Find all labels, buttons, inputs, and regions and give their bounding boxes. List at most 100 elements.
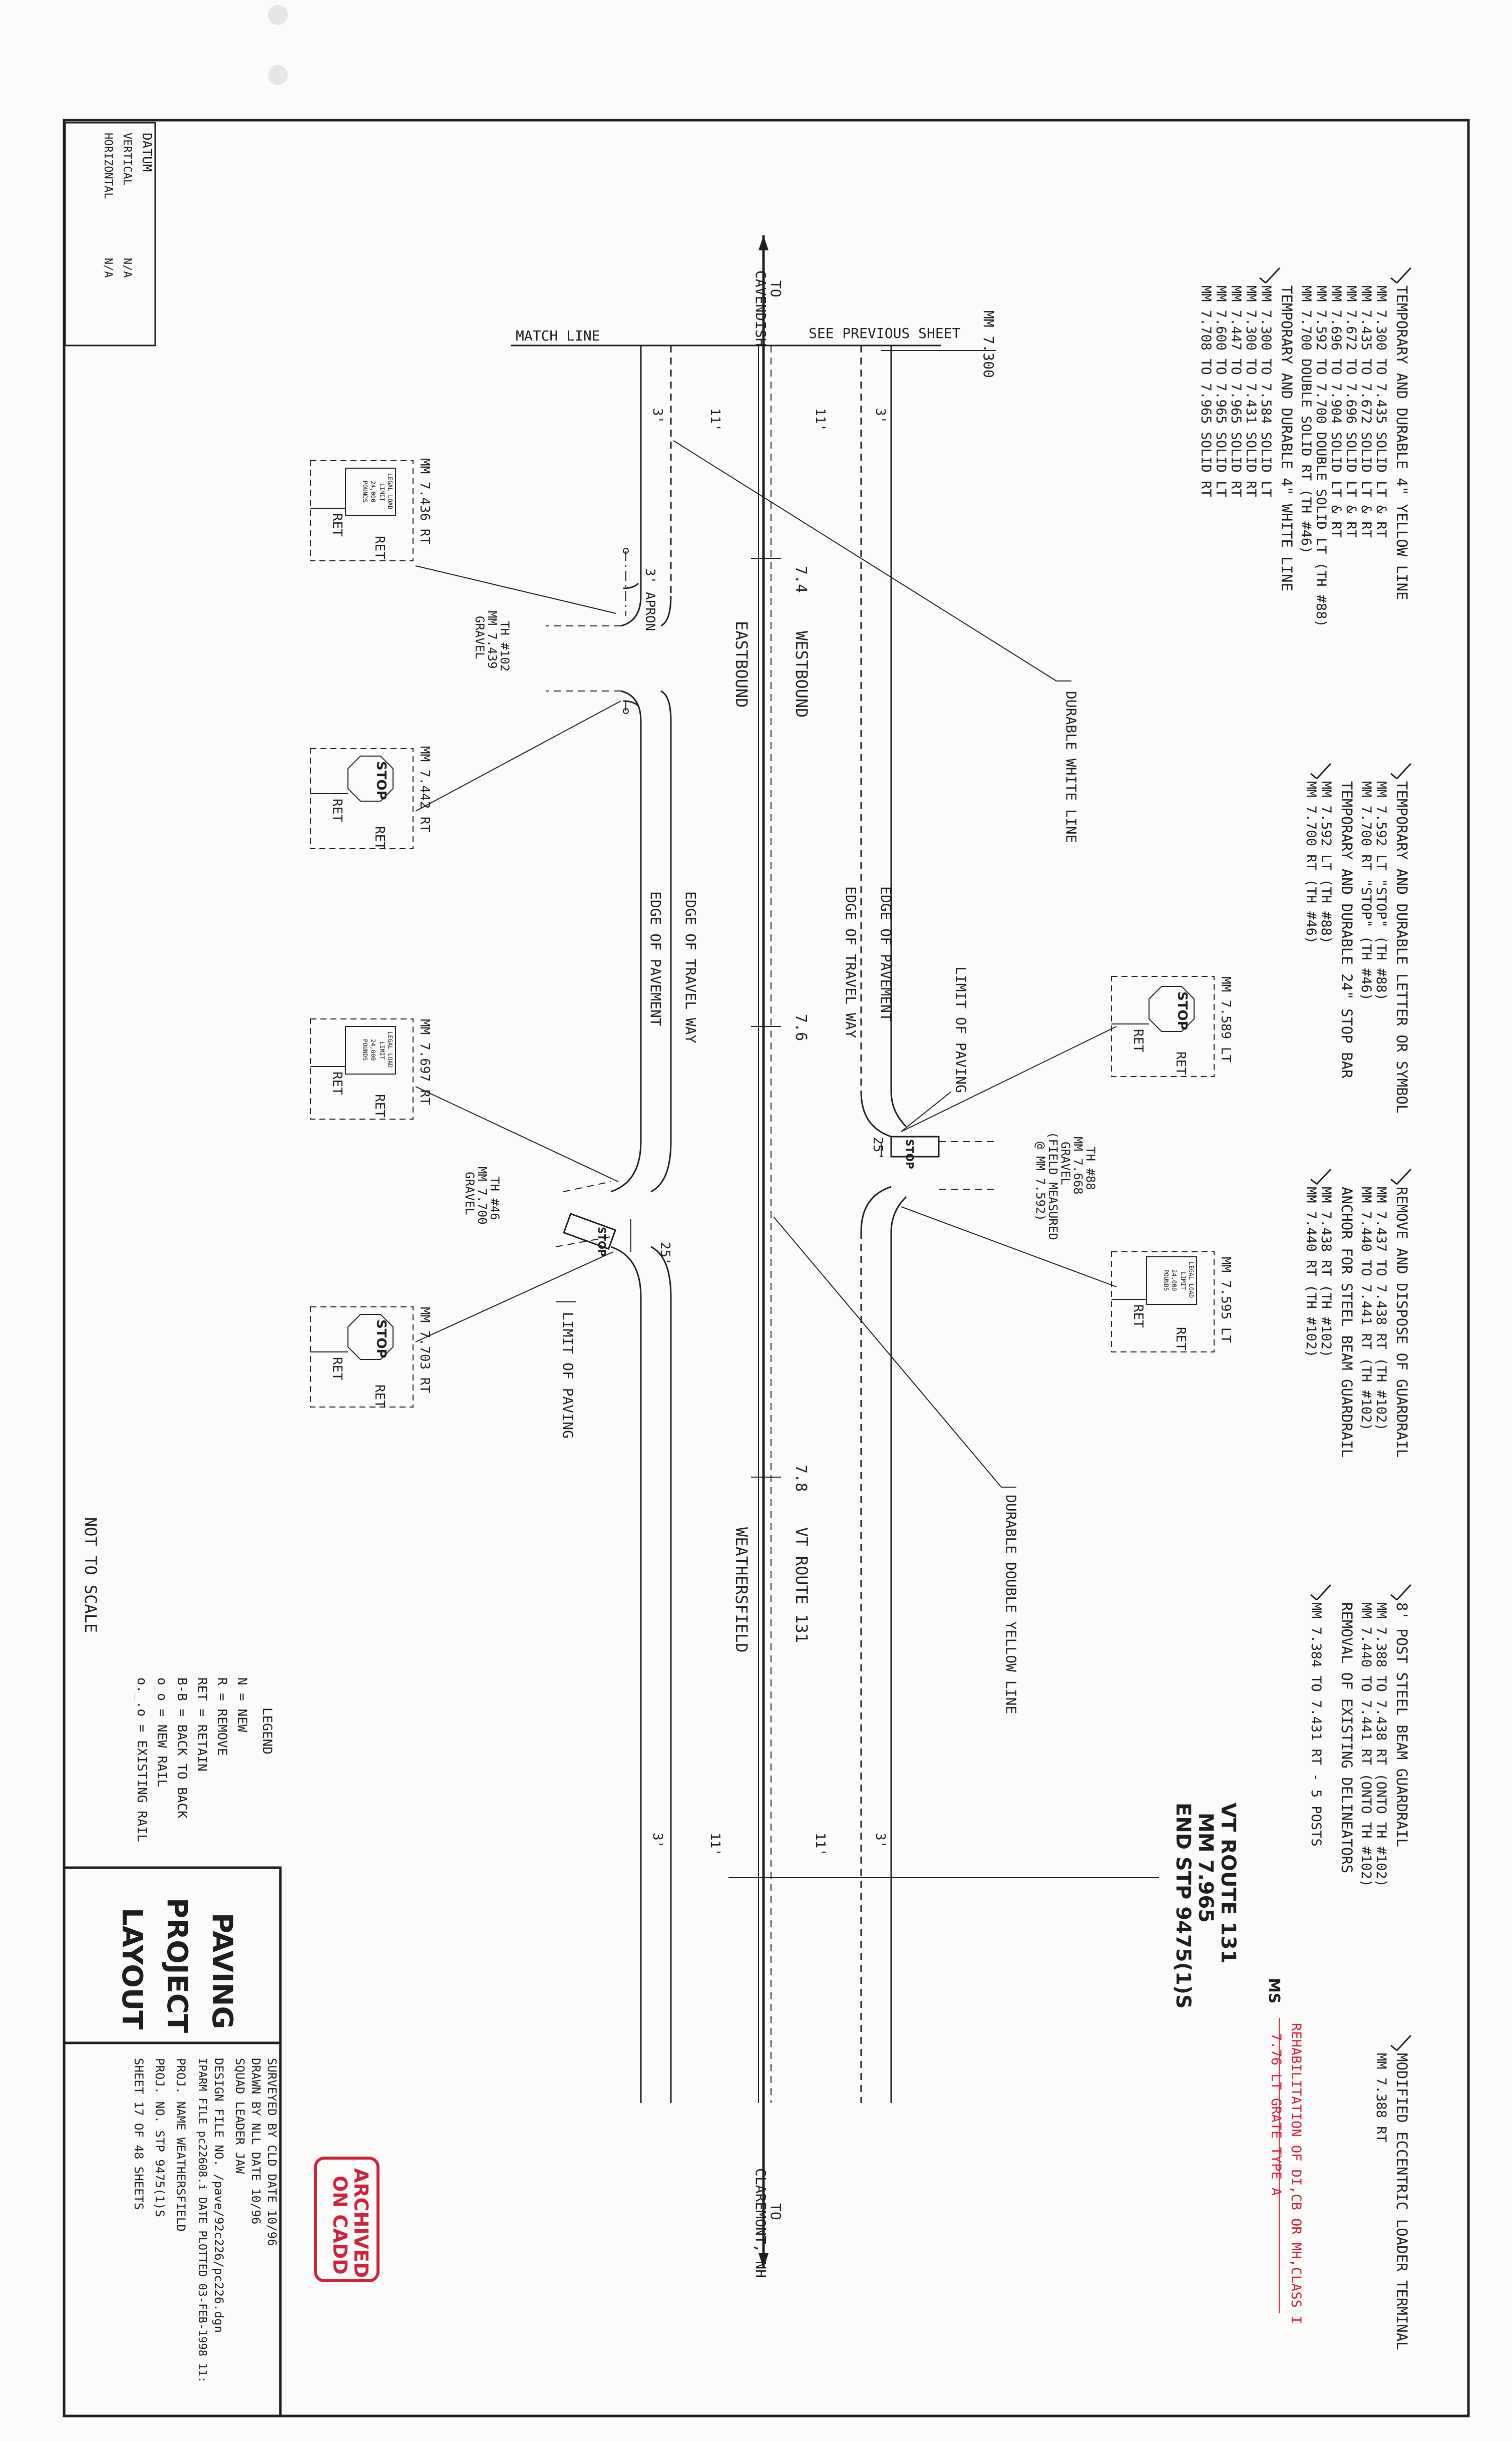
note-line: MM 7.440 RT (TH #102) (1303, 1187, 1319, 1357)
stop-sign-text: STOP (373, 1319, 389, 1358)
sign-7-589: STOP MM 7.589 LT RET RET (1111, 976, 1233, 1077)
th46-mm: MM 7.700 (475, 1167, 489, 1225)
datum-vertical-label: VERTICAL (121, 133, 133, 186)
datum-box: DATUM VERTICAL N/A HORIZONTAL N/A (64, 122, 156, 346)
dim-25-bottom: 25' (657, 1242, 672, 1265)
width-label: 3' (873, 408, 888, 424)
note-line: MM 7.300 TO 7.435 SOLID LT & RT (1373, 285, 1389, 538)
title-project: PROJECT (161, 1898, 193, 2033)
check-mark-icons (1259, 267, 1412, 2051)
sign-mm: MM 7.703 RT (417, 1307, 432, 1393)
note-title: 8' POST STEEL BEAM GUARDRAIL (1393, 1602, 1410, 1847)
double-yellow-label: DURABLE DOUBLE YELLOW LINE (1003, 1495, 1019, 1714)
stop-sign-text: STOP (373, 761, 389, 800)
limit-paving-bottom: LIMIT OF PAVING (560, 1312, 576, 1439)
route-end-label: VT ROUTE 131 MM 7.965 END STP 9475(1)S (728, 1803, 1240, 2009)
edge-travel-label: EDGE OF TRAVEL WAY (843, 886, 859, 1038)
legend-title: LEGEND (259, 1707, 274, 1755)
legal-load-text: LEGAL LOAD (1188, 1262, 1195, 1298)
datum-horizontal-label: HORIZONTAL (102, 133, 114, 199)
sign-ret: RET (372, 1384, 387, 1408)
legal-load-text: LIMIT (1180, 1272, 1187, 1290)
mm-start: MM 7.300 (980, 310, 997, 378)
note-title: MODIFIED ECCENTRIC LOADER TERMINAL (1393, 2053, 1410, 2350)
to-label-2: TO (768, 2203, 784, 2220)
title-paving: PAVING (206, 1913, 238, 2029)
note-line: MM 7.440 TO 7.441 RT (ONTO TH #102) (1358, 1602, 1374, 1887)
width-label: 3' (873, 1833, 888, 1848)
title-row: SURVEYED BY CLD DATE 10/96 (265, 2058, 279, 2246)
notes-block-2: TEMPORARY AND DURABLE LETTER OR SYMBOL M… (1303, 781, 1410, 1113)
note-title: TEMPORARY AND DURABLE 4" WHITE LINE (1278, 285, 1295, 591)
legend-item: RET = RETAIN (194, 1677, 209, 1772)
title-row: PROJ. NO. STP 9475(1)S (153, 2058, 167, 2217)
sign-mm: MM 7.442 RT (417, 746, 432, 833)
note-line: MM 7.438 RT (TH #102) (1318, 1187, 1334, 1357)
edge-pavement-label: EDGE OF PAVEMENT (647, 891, 664, 1026)
station-label: 7.8 (792, 1465, 810, 1492)
title-row: PROJ. NAME WEATHERSFIELD (174, 2058, 188, 2232)
sign-ret: RET (1130, 1029, 1146, 1053)
width-label: 3' (650, 1833, 665, 1848)
legend-item: o_o = NEW RAIL (154, 1677, 169, 1787)
sign-7-595: LEGAL LOAD LIMIT 24,000 POUNDS MM 7.595 … (1111, 1251, 1233, 1352)
datum-vertical-value: N/A (121, 258, 133, 278)
legal-load-text: LIMIT (379, 483, 386, 501)
note-line: MM 7.592 LT (TH #88) (1318, 781, 1334, 944)
sign-ret: RET (329, 513, 344, 537)
note-title: REMOVAL OF EXISTING DELINEATORS (1338, 1602, 1355, 1873)
sign-7-442: STOP MM 7.442 RT RET RET (310, 746, 432, 850)
sheet-border (63, 119, 1470, 2417)
stop-sign-icon (347, 756, 394, 802)
dim-25-top: 25' (870, 1137, 885, 1160)
apron-label: 3' APRON (642, 568, 657, 631)
notes-block-1: TEMPORARY AND DURABLE 4" YELLOW LINE MM … (1198, 285, 1410, 627)
note-title: TEMPORARY AND DURABLE 24" STOP BAR (1338, 781, 1355, 1079)
note-line: MM 7.700 RT "STOP" (TH #46) (1358, 781, 1374, 1001)
arrow-down-icon (759, 2253, 769, 2268)
datum-horizontal-value: N/A (102, 258, 114, 278)
th88-mm: MM 7.668 (1071, 1137, 1085, 1195)
to-cavendish: CAVENDISH (752, 270, 769, 346)
sign-ret: RET (329, 799, 344, 822)
notes-block-5: MODIFIED ECCENTRIC LOADER TERMINAL MM 7.… (1373, 2053, 1410, 2350)
note-line: MM 7.300 TO 7.431 SOLID RT (1243, 285, 1259, 497)
legal-load-text: 24,000 (369, 1039, 376, 1061)
note-line: MM 7.592 TO 7.700 DOUBLE SOLID LT (TH #8… (1313, 285, 1329, 627)
title-row: IPARM FILE pc22608.i DATE PLOTTED 03-FEB… (196, 2058, 208, 2383)
th88-gravel: GRAVEL (1058, 1142, 1072, 1185)
legal-load-text: LIMIT (379, 1041, 386, 1060)
rehab-line2: 7.76 LT GRATE TYPE A (1268, 2033, 1284, 2196)
legal-load-text: POUNDS (361, 481, 368, 502)
legal-load-text: 24,000 (369, 481, 376, 502)
sign-ret: RET (1130, 1304, 1146, 1328)
edge-travel-label: EDGE OF TRAVEL WAY (682, 891, 699, 1043)
th102-road: TH #102 MM 7.439 GRAVEL (473, 548, 639, 714)
title-row: DESIGN FILE NO. /pave/92c226/pc226.dgn (212, 2058, 226, 2333)
legend: LEGEND N = NEW R = REMOVE RET = RETAIN B… (134, 1677, 274, 1842)
sign-ret: RET (1173, 1327, 1188, 1350)
legal-load-text: LEGAL LOAD (387, 473, 394, 509)
edge-pavement-label: EDGE OF PAVEMENT (878, 886, 894, 1021)
notes-block-4: 8' POST STEEL BEAM GUARDRAIL MM 7.388 TO… (1308, 1602, 1410, 1887)
rehab-line1: REHABILITATION OF DI,CB OR MH,CLASS I (1288, 2023, 1304, 2324)
width-label: 11' (813, 408, 828, 432)
sign-ret: RET (1173, 1052, 1188, 1075)
th46-road: STOP TH #46 MM 7.700 GRAVEL 25' LIMIT OF… (463, 1167, 672, 1439)
sign-ret: RET (329, 1357, 344, 1380)
sign-7-703: STOP MM 7.703 RT RET RET (310, 1306, 432, 1408)
vt-route-label: VT ROUTE 131 (792, 1527, 811, 1643)
th46-label: TH #46 (488, 1177, 502, 1220)
note-title: TEMPORARY AND DURABLE LETTER OR SYMBOL (1393, 781, 1410, 1113)
see-previous-sheet: SEE PREVIOUS SHEET (809, 325, 961, 341)
title-row: SHEET 17 OF 48 SHEETS (132, 2058, 146, 2210)
note-line: MM 7.388 RT (1373, 2053, 1389, 2143)
note-line: MM 7.708 TO 7.965 SOLID RT (1198, 285, 1214, 497)
note-line: MM 7.447 TO 7.965 SOLID RT (1228, 285, 1244, 497)
to-claremont: CLAREMONT, NH (752, 2168, 769, 2278)
arrow-up-icon (759, 235, 769, 250)
note-line: MM 7.700 DOUBLE SOLID RT (TH #46) (1298, 285, 1314, 554)
match-line-label: MATCH LINE (516, 327, 600, 344)
width-label: 3' (650, 408, 665, 424)
